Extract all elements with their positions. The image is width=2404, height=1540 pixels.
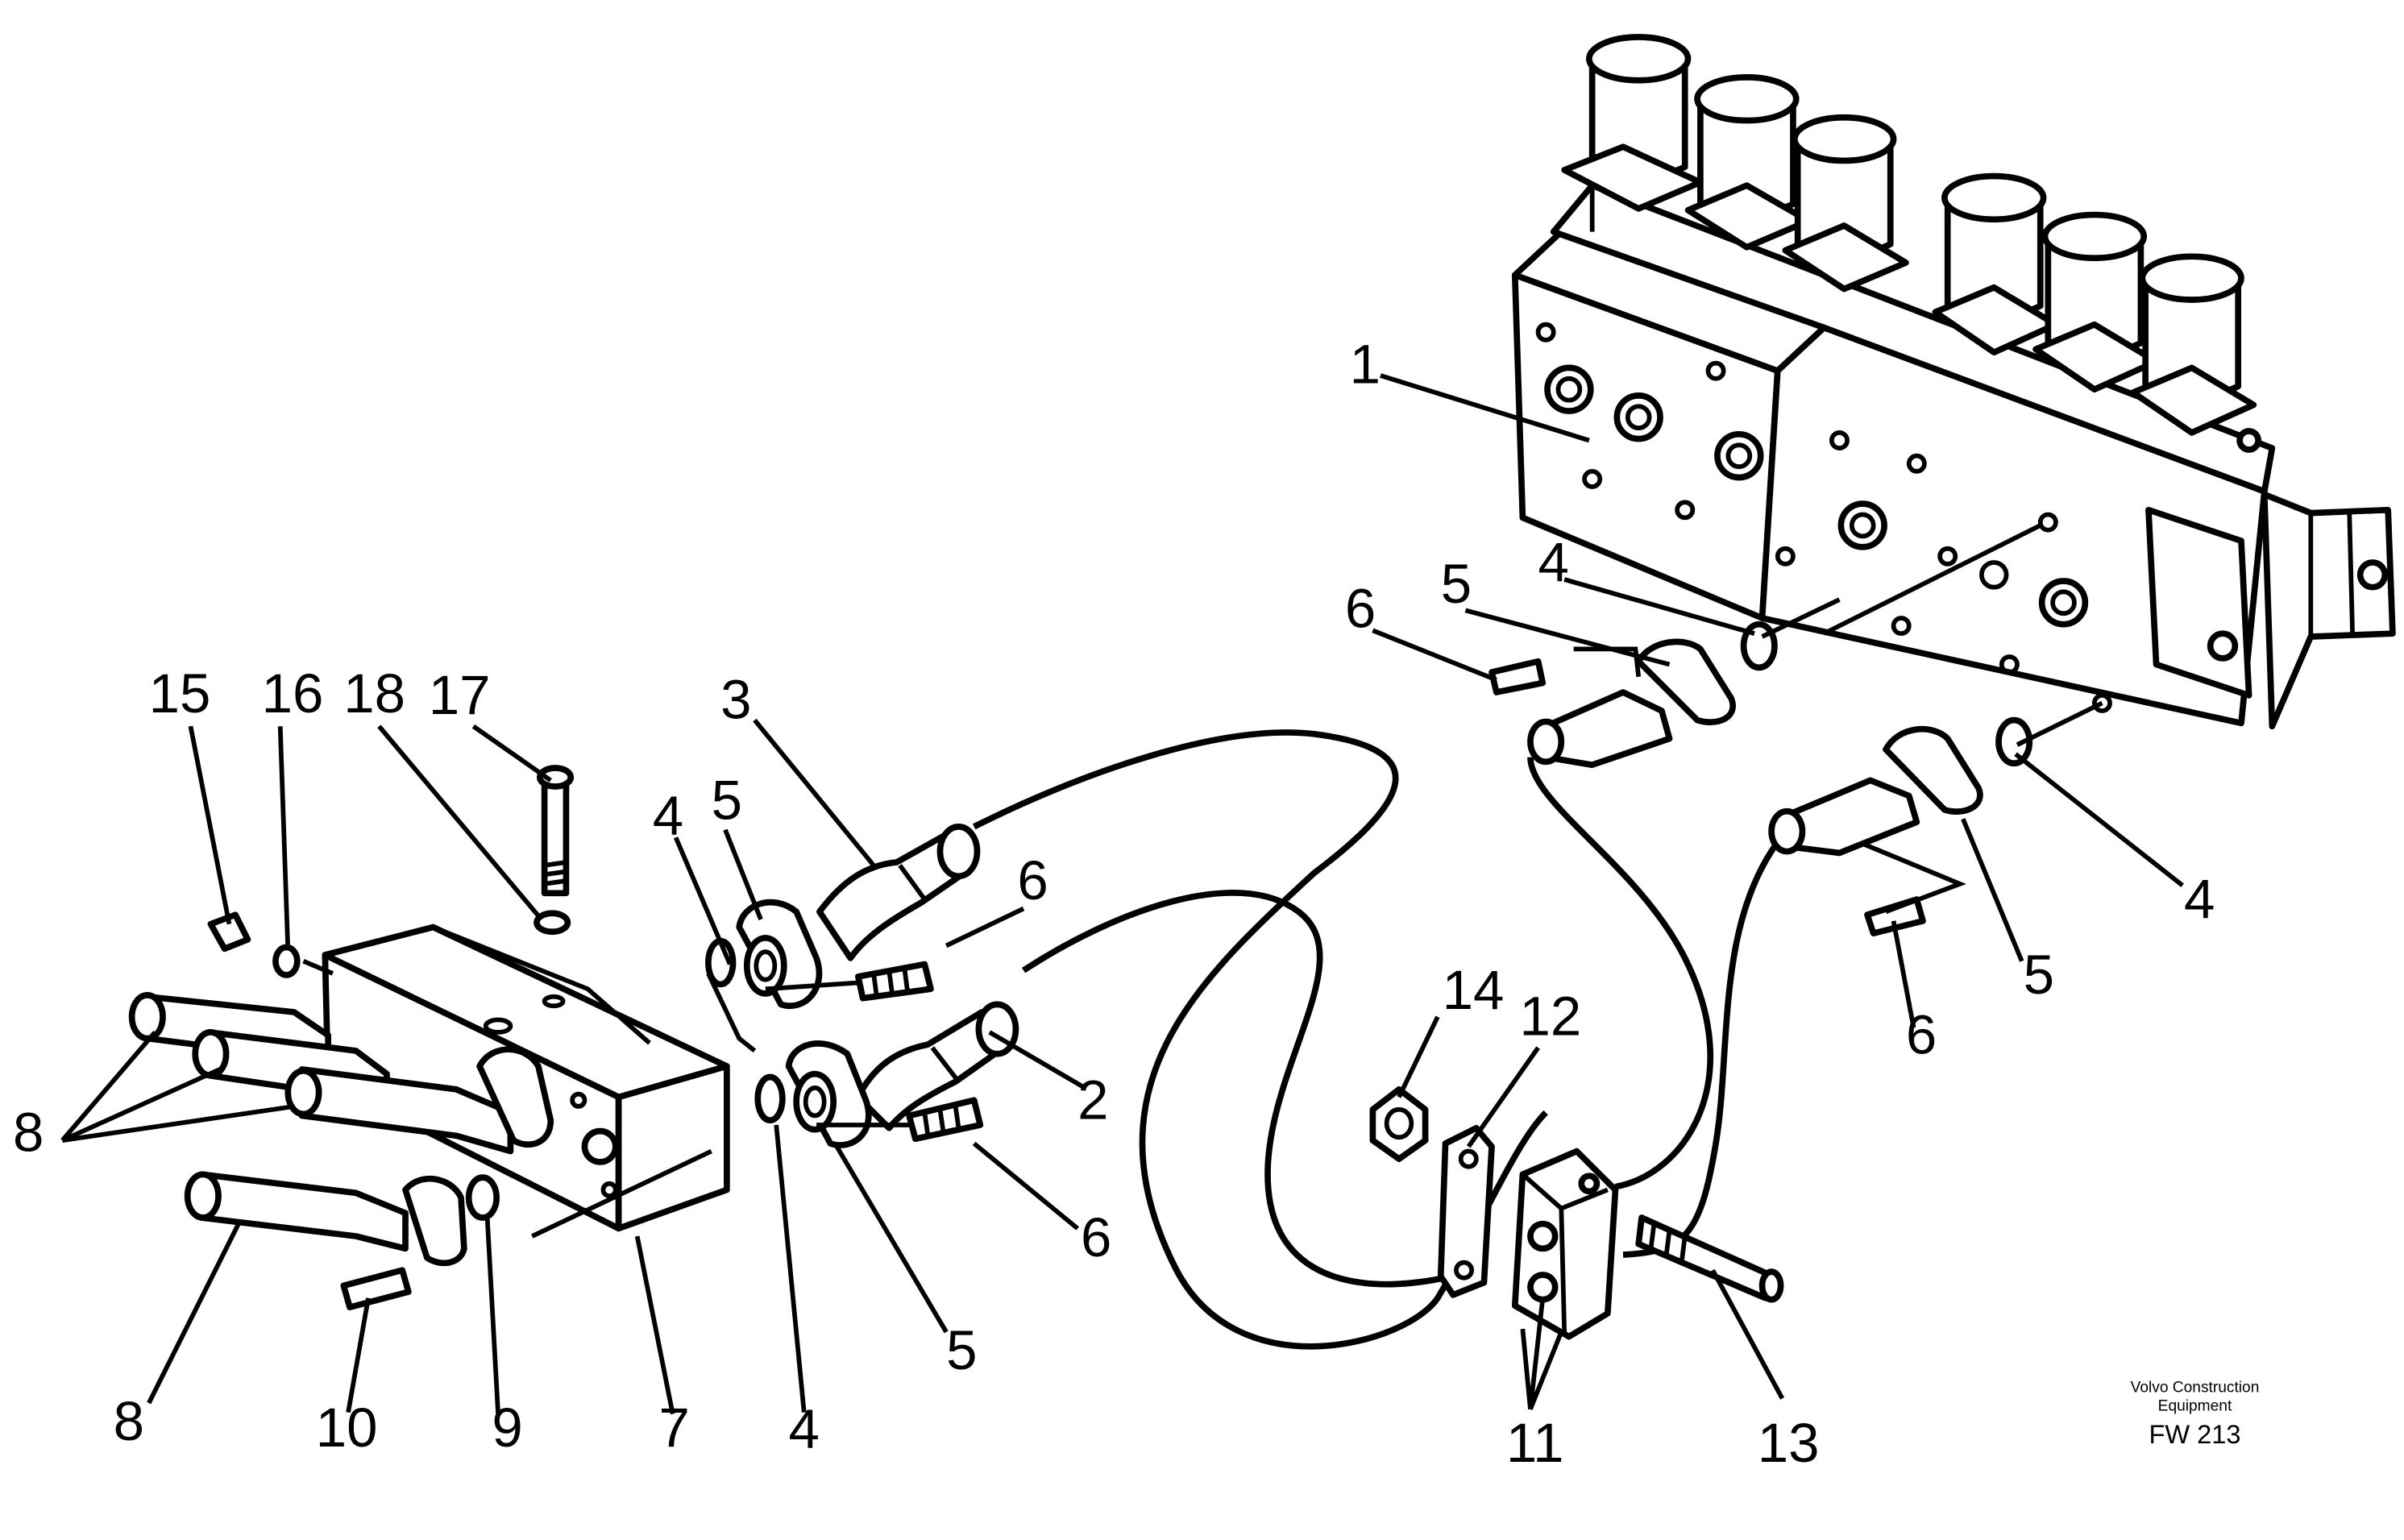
callout-6-upper-right: 6 bbox=[1345, 578, 1376, 640]
callout-14: 14 bbox=[1443, 959, 1505, 1021]
callout-4-upper-right: 4 bbox=[1538, 531, 1569, 593]
callout-6-upper-center: 6 bbox=[1017, 849, 1048, 911]
callout-4-lower-center: 4 bbox=[789, 1398, 820, 1460]
callout-2: 2 bbox=[1077, 1069, 1108, 1131]
callout-1: 1 bbox=[1350, 334, 1381, 396]
callout-12: 12 bbox=[1520, 986, 1582, 1048]
callout-5-upper-center: 5 bbox=[712, 769, 742, 831]
callout-16: 16 bbox=[262, 662, 324, 724]
valve-ports bbox=[1535, 322, 2112, 713]
figure-code: FW 213 bbox=[2149, 1419, 2240, 1449]
callout-6-lower-center: 6 bbox=[1081, 1206, 1111, 1268]
maker-line-1: Volvo Construction bbox=[2131, 1380, 2260, 1397]
figure-footer: Volvo Construction Equipment FW 213 bbox=[2131, 1380, 2260, 1449]
callout-5-upper-right: 5 bbox=[1441, 553, 1472, 615]
clamp-assembly bbox=[1369, 1086, 1784, 1340]
solenoid-caps bbox=[1561, 34, 2257, 436]
callout-numbers: 1 2 3 4 4 4 4 5 5 5 5 6 6 6 6 7 8 8 9 10… bbox=[13, 334, 2215, 1474]
callout-8-upper: 8 bbox=[13, 1102, 44, 1164]
callout-6-lower-right: 6 bbox=[1906, 1004, 1937, 1066]
leader-lines bbox=[60, 373, 2184, 1415]
flanges-seals-bolts bbox=[207, 621, 2033, 1311]
callout-10: 10 bbox=[316, 1397, 378, 1459]
callout-18: 18 bbox=[343, 662, 405, 724]
callout-7: 7 bbox=[658, 1397, 689, 1459]
callout-4-lower-right: 4 bbox=[2184, 868, 2215, 930]
callout-8-lower: 8 bbox=[114, 1390, 144, 1452]
callout-17: 17 bbox=[429, 664, 491, 726]
callout-3: 3 bbox=[720, 669, 751, 731]
callout-15: 15 bbox=[149, 662, 211, 724]
callout-5-lower-center: 5 bbox=[946, 1319, 977, 1381]
callout-9: 9 bbox=[492, 1397, 522, 1459]
callout-11: 11 bbox=[1506, 1412, 1564, 1474]
callout-5-lower-right: 5 bbox=[2024, 944, 2054, 1006]
control-valve bbox=[1511, 34, 2396, 730]
callout-13: 13 bbox=[1758, 1412, 1820, 1474]
maker-line-2: Equipment bbox=[2158, 1398, 2232, 1415]
callout-4-upper-center: 4 bbox=[653, 784, 683, 846]
